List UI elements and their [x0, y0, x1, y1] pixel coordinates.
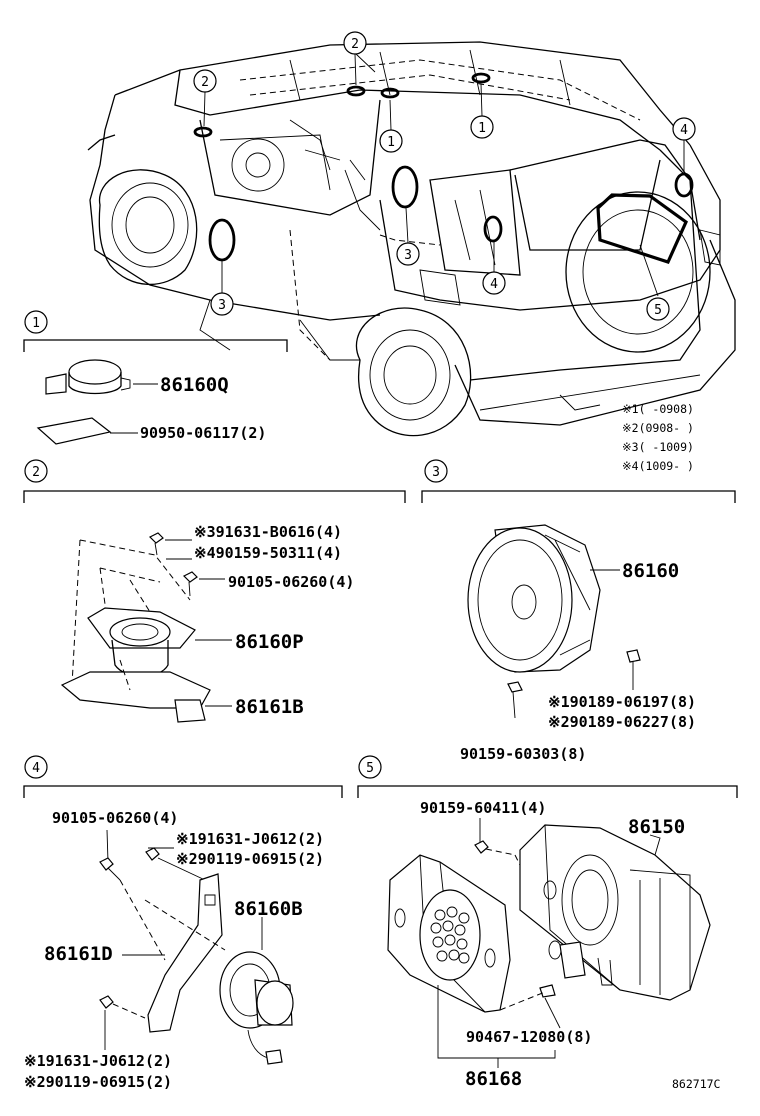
section-4: 4 90105-06260(4) ※191631-J0612(2) ※29011… — [23, 755, 343, 1091]
part-number-91631-j0612[interactable]: 91631-J0612(2) — [198, 830, 324, 848]
callout-3[interactable]: 3 — [396, 242, 420, 266]
part-number-91631-j0612-b[interactable]: 91631-J0612(2) — [46, 1052, 172, 1070]
callout-4[interactable]: 4 — [672, 117, 696, 141]
svg-text:※191631-J0612(2): ※191631-J0612(2) — [176, 830, 324, 848]
vehicle-callouts: 2 2 1 1 4 4 3 3 5 — [193, 31, 696, 321]
part-number-86160[interactable]: 86160 — [622, 560, 679, 582]
section-1: 1 86160Q 90950-06117(2) — [23, 310, 288, 445]
part-number-90189-06227[interactable]: 90189-06227(8) — [570, 713, 696, 731]
vehicle-illustration — [87, 41, 736, 437]
callout-1[interactable]: 1 — [379, 129, 403, 153]
svg-text:※3( -1009): ※3( -1009) — [622, 440, 694, 454]
svg-text:※190189-06197(8): ※190189-06197(8) — [548, 693, 696, 711]
part-number-90119-06915-b[interactable]: 90119-06915(2) — [46, 1073, 172, 1091]
door-speaker-86160-drawing — [467, 524, 641, 719]
svg-text:※4(1009- ): ※4(1009- ) — [622, 459, 694, 473]
part-number-90105-06260[interactable]: 90105-06260(4) — [52, 809, 178, 827]
part-number-86161b[interactable]: 86161B — [235, 696, 304, 718]
part-number-86160p[interactable]: 86160P — [235, 631, 304, 653]
tweeter-location-ring — [193, 126, 213, 138]
svg-text:3: 3 — [404, 248, 412, 263]
svg-text:※290189-06227(8): ※290189-06227(8) — [548, 713, 696, 731]
svg-text:4: 4 — [680, 123, 688, 138]
callout-2[interactable]: 2 — [193, 69, 217, 93]
section-3-badge — [424, 459, 448, 483]
svg-text:※290119-06915(2): ※290119-06915(2) — [176, 850, 324, 868]
part-number-86161d[interactable]: 86161D — [44, 943, 113, 965]
section-5: 5 90159-60411(4) 86150 — [357, 755, 738, 1090]
section-1-badge — [24, 310, 48, 334]
section-3: 3 86160 ※190189-06197(8) ※290189-06227(8… — [421, 459, 736, 763]
dome-location-ring — [380, 87, 400, 99]
part-number-86150[interactable]: 86150 — [628, 816, 685, 838]
part-number-90159-60303[interactable]: 90159-60303(8) — [460, 745, 586, 763]
section-2: 2 ※391631-B0616(4) ※490159-50311(4) 9010… — [23, 459, 406, 723]
part-number-90119-06915[interactable]: 90119-06915(2) — [198, 850, 324, 868]
sheet-drawing — [36, 417, 112, 445]
svg-text:1: 1 — [387, 135, 395, 150]
callout-5[interactable]: 5 — [646, 297, 670, 321]
section-4-badge — [24, 755, 48, 779]
subwoofer-cover-86168-drawing — [387, 854, 556, 1013]
part-number-86160q[interactable]: 86160Q — [160, 374, 229, 396]
rear-speaker-86160b-drawing — [99, 847, 294, 1065]
part-number-90159-60411[interactable]: 90159-60411(4) — [420, 799, 546, 817]
rear-speaker-ring — [483, 215, 503, 243]
dome-speaker-86160q-drawing — [45, 359, 131, 395]
svg-text:5: 5 — [366, 761, 374, 776]
section-5-badge — [358, 755, 382, 779]
part-number-91631-b0616[interactable]: 91631-B0616(4) — [216, 523, 342, 541]
svg-text:※1( -0908): ※1( -0908) — [622, 402, 694, 416]
grille-pattern — [430, 906, 470, 964]
figure-code: 862717C — [672, 1077, 721, 1091]
callout-4[interactable]: 4 — [482, 271, 506, 295]
svg-text:4: 4 — [32, 761, 40, 776]
dome-location-ring — [471, 72, 491, 84]
part-number-86160b[interactable]: 86160B — [234, 898, 303, 920]
part-number-90105-06260[interactable]: 90105-06260(4) — [228, 573, 354, 591]
svg-text:3: 3 — [432, 465, 440, 480]
notes-block: ※1( -0908) ※2(0908- ) ※3( -1009) ※4(1009… — [622, 402, 694, 473]
svg-text:1: 1 — [32, 316, 40, 331]
door-speaker-ring — [391, 165, 419, 209]
subwoofer-86150-drawing — [474, 824, 711, 1001]
tweeter-86160p-drawing — [60, 539, 211, 723]
svg-text:2: 2 — [351, 37, 359, 52]
svg-text:※490159-50311(4): ※490159-50311(4) — [194, 544, 342, 562]
subwoofer-location-outline — [596, 193, 688, 264]
part-number-90159-50311[interactable]: 90159-50311(4) — [216, 544, 342, 562]
svg-text:5: 5 — [654, 303, 662, 318]
svg-text:※391631-B0616(4): ※391631-B0616(4) — [194, 523, 342, 541]
svg-text:※191631-J0612(2): ※191631-J0612(2) — [24, 1052, 172, 1070]
section-2-badge — [24, 459, 48, 483]
part-number-90467-12080[interactable]: 90467-12080(8) — [466, 1028, 592, 1046]
door-speaker-ring — [208, 218, 236, 262]
callout-2[interactable]: 2 — [343, 31, 367, 55]
part-number-86168[interactable]: 86168 — [465, 1068, 522, 1090]
svg-text:1: 1 — [478, 121, 486, 136]
svg-text:※2(0908- ): ※2(0908- ) — [622, 421, 694, 435]
screw-drawing — [148, 532, 198, 597]
svg-text:4: 4 — [490, 277, 498, 292]
part-number-90950-06117[interactable]: 90950-06117(2) — [140, 424, 266, 442]
svg-text:3: 3 — [218, 298, 226, 313]
svg-text:2: 2 — [32, 465, 40, 480]
callout-1[interactable]: 1 — [470, 115, 494, 139]
callout-3[interactable]: 3 — [210, 292, 234, 316]
svg-text:2: 2 — [201, 75, 209, 90]
rear-speaker-ring — [674, 172, 694, 198]
svg-text:※290119-06915(2): ※290119-06915(2) — [24, 1073, 172, 1091]
part-number-90189-06197[interactable]: 90189-06197(8) — [570, 693, 696, 711]
tweeter-location-ring — [346, 85, 366, 97]
